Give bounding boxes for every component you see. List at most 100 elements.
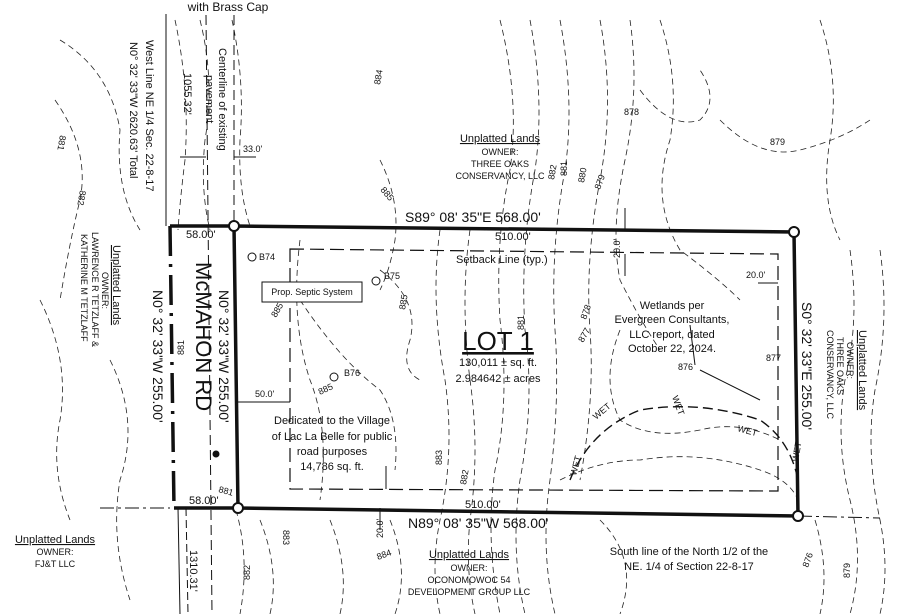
adjoiner-south: Unplatted Lands OWNER: OCONOMOWOC 54 DEV…	[408, 549, 531, 597]
svg-text:881: 881	[176, 340, 186, 355]
svg-text:882: 882	[242, 565, 252, 580]
adjoiner-north: Unplatted Lands OWNER: THREE OAKS CONSER…	[455, 133, 545, 181]
road-dedication-note: Dedicated to the Village of Lac La Belle…	[272, 415, 393, 473]
svg-text:Unplatted Lands: Unplatted Lands	[110, 245, 122, 326]
svg-text:885: 885	[378, 185, 395, 203]
road-width-north: 58.00'	[186, 229, 216, 241]
svg-text:876: 876	[800, 551, 815, 569]
wetlands-note: Wetlands per Evergreen Consultants, LLC …	[615, 300, 730, 355]
boring-icon	[371, 276, 381, 286]
corner-monument-se	[792, 510, 804, 522]
lot-north-bearing: S89° 08' 35"E 568.00'	[405, 209, 541, 225]
road-lines	[100, 14, 881, 614]
svg-text:THREE OAKS: THREE OAKS	[835, 337, 845, 395]
svg-text:South line of the North 1/2 of: South line of the North 1/2 of the	[610, 546, 768, 558]
west-line-bearing: N0° 32' 33"W 2620.63' Total	[127, 42, 139, 178]
svg-text:FJ&T LLC: FJ&T LLC	[35, 559, 76, 569]
svg-text:878: 878	[578, 303, 593, 321]
svg-text:Unplatted Lands: Unplatted Lands	[429, 549, 510, 561]
boring-b74: B74	[247, 252, 275, 262]
road-width-south: 58.00'	[189, 495, 219, 507]
svg-text:883: 883	[434, 450, 444, 465]
corner-monument-sw	[232, 502, 244, 514]
brass-cap-note: with Brass Cap	[187, 0, 269, 14]
svg-text:879: 879	[592, 173, 607, 191]
svg-text:885: 885	[397, 294, 409, 311]
svg-text:882: 882	[75, 190, 87, 207]
svg-text:Dedicated to the Village: Dedicated to the Village	[274, 415, 390, 427]
svg-text:882: 882	[458, 469, 470, 486]
svg-text:road purposes: road purposes	[297, 446, 368, 458]
svg-text:Unplatted Lands: Unplatted Lands	[856, 330, 868, 411]
svg-text:OWNER:: OWNER:	[37, 547, 74, 557]
setback-north: 20.0'	[612, 238, 622, 258]
svg-text:885: 885	[269, 301, 285, 319]
svg-text:Unplatted Lands: Unplatted Lands	[460, 133, 541, 145]
boring-icon	[329, 372, 339, 382]
svg-text:WET: WET	[591, 401, 613, 422]
septic-system-label: Prop. Septic System	[271, 287, 353, 297]
lot-south-bearing: N89° 08' 35"W 568.00'	[408, 515, 548, 531]
svg-text:CONSERVANCY, LLC: CONSERVANCY, LLC	[825, 330, 835, 420]
svg-text:885: 885	[317, 381, 335, 396]
adjoiner-east: Unplatted Lands OWNER: THREE OAKS CONSER…	[825, 330, 868, 420]
svg-text:881: 881	[516, 315, 526, 330]
svg-text:879: 879	[842, 563, 852, 578]
svg-text:DEVELOPMENT GROUP LLC: DEVELOPMENT GROUP LLC	[408, 587, 531, 597]
boring-b76: B76	[329, 368, 360, 382]
lot-south-setback-length: 510.00'	[465, 499, 501, 511]
svg-text:Unplatted Lands: Unplatted Lands	[15, 534, 96, 546]
svg-text:of Lac La Belle for public: of Lac La Belle for public	[272, 431, 393, 443]
svg-text:881: 881	[559, 161, 569, 176]
adjoiner-southwest: Unplatted Lands OWNER: FJ&T LLC	[15, 534, 96, 569]
corner-monument-nw	[228, 220, 240, 232]
road-west-bearing: N0° 32' 33"W 255.00'	[150, 290, 166, 423]
contour-lines	[39, 19, 886, 614]
contour-labels: 881 882 885 884 882 881 880 879 878 879 …	[55, 69, 852, 580]
centerline-offset: 33.0'	[243, 144, 263, 154]
svg-text:882: 882	[546, 164, 558, 181]
svg-text:880: 880	[576, 167, 588, 184]
adjoiner-west: Unplatted Lands OWNER: LAWRENCE R TETZLA…	[79, 232, 122, 347]
svg-text:876: 876	[678, 362, 693, 372]
svg-text:883: 883	[281, 530, 291, 545]
lot-boundary	[228, 220, 804, 522]
lot-area-acres: 2.984642 ± acres	[456, 373, 541, 385]
svg-text:OWNER:: OWNER:	[845, 342, 855, 379]
svg-text:KATHERINE M TETZLAFF: KATHERINE M TETZLAFF	[79, 234, 89, 342]
svg-text:LLC report, dated: LLC report, dated	[629, 329, 715, 341]
lot-name: LOT 1	[462, 326, 534, 356]
setback-line-label: Setback Line (typ.)	[456, 254, 548, 266]
brass-cap-note-bg	[180, 0, 276, 14]
setback-east: 20.0'	[746, 270, 766, 280]
wetland-tags: WET WET WET WET WET	[568, 394, 803, 476]
road-name: McMAHON RD	[191, 262, 216, 411]
svg-text:OWNER:: OWNER:	[451, 563, 488, 573]
west-line-distance-north: 1055.32'	[181, 73, 193, 115]
dimension-arrows	[180, 156, 778, 530]
svg-text:881: 881	[55, 135, 67, 152]
setback-line	[289, 248, 779, 492]
svg-text:OCONOMOWOC 54: OCONOMOWOC 54	[427, 575, 510, 585]
road-east-bearing: N0° 32' 33"W 255.00'	[216, 290, 232, 423]
boring-b75: B75	[371, 271, 400, 286]
svg-text:Evergreen Consultants,: Evergreen Consultants,	[615, 314, 730, 326]
west-line-label: West Line NE 1/4 Sec. 22-8-17	[143, 40, 155, 191]
south-line-note: South line of the North 1/2 of the NE. 1…	[610, 546, 768, 573]
svg-text:October 22, 2024.: October 22, 2024.	[628, 343, 716, 355]
centerline-label-2: pavement	[203, 75, 215, 123]
svg-text:WET: WET	[736, 423, 758, 438]
lot-north-setback-length: 510.00'	[495, 231, 531, 243]
svg-text:884: 884	[372, 69, 384, 86]
svg-text:881: 881	[217, 484, 234, 498]
svg-text:LAWRENCE R TETZLAFF &: LAWRENCE R TETZLAFF &	[90, 232, 100, 347]
svg-text:OWNER:: OWNER:	[100, 272, 110, 309]
svg-text:THREE OAKS: THREE OAKS	[471, 159, 529, 169]
corner-monument-ne	[788, 226, 800, 238]
svg-text:OWNER:: OWNER:	[482, 147, 519, 157]
septic-system-box	[261, 281, 363, 303]
svg-text:B75: B75	[384, 271, 400, 281]
svg-text:B76: B76	[344, 368, 360, 378]
svg-text:CONSERVANCY, LLC: CONSERVANCY, LLC	[455, 171, 545, 181]
